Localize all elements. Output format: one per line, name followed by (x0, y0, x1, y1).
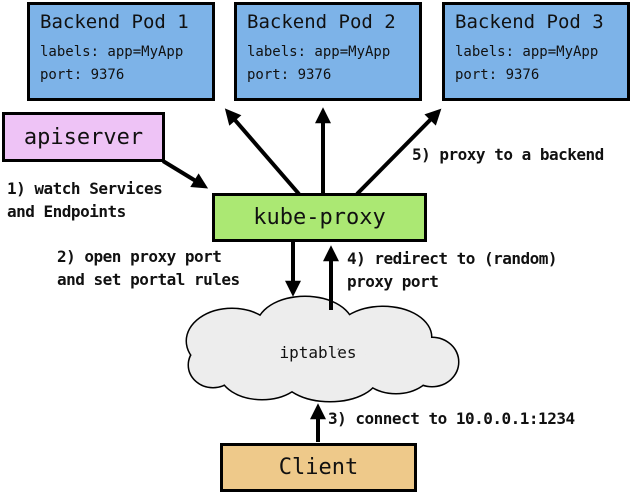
backend-pod-2-title: Backend Pod 2 (247, 11, 396, 33)
annotation-step4-line1: 4) redirect to (random) (347, 249, 558, 268)
apiserver-box: apiserver (2, 112, 165, 162)
backend-pod-2-box: Backend Pod 2 labels: app=MyApp port: 93… (234, 2, 422, 101)
backend-pod-2-port: port: 9376 (247, 67, 332, 83)
kube-proxy-label: kube-proxy (253, 205, 386, 230)
annotation-step3: 3) connect to 10.0.0.1:1234 (328, 409, 575, 428)
backend-pod-3-title: Backend Pod 3 (455, 11, 604, 33)
backend-pod-3-port: port: 9376 (455, 67, 540, 83)
backend-pod-3-labels: labels: app=MyApp (455, 44, 599, 60)
kube-proxy-box: kube-proxy (212, 193, 427, 242)
annotation-step4: 4) redirect to (random) proxy port (347, 247, 558, 293)
annotation-step1: 1) watch Services and Endpoints (7, 177, 163, 223)
client-label: Client (278, 455, 359, 480)
annotation-step2: 2) open proxy port and set portal rules (57, 245, 240, 291)
annotation-step2-line1: 2) open proxy port (57, 247, 222, 266)
apiserver-label: apiserver (23, 124, 144, 150)
backend-pod-1-labels: labels: app=MyApp (40, 44, 184, 60)
backend-pod-1-port: port: 9376 (40, 67, 125, 83)
iptables-label: iptables (279, 343, 356, 362)
annotation-step1-line1: 1) watch Services (7, 179, 163, 198)
arrow-kube-proxy-to-pod1 (224, 108, 301, 196)
annotation-step2-line2: and set portal rules (57, 270, 240, 289)
annotation-step1-line2: and Endpoints (7, 202, 126, 221)
arrow-apiserver-to-kube-proxy (161, 159, 209, 189)
iptables-cloud: iptables (185, 295, 460, 403)
client-box: Client (220, 443, 417, 492)
backend-pod-3-box: Backend Pod 3 labels: app=MyApp port: 93… (442, 2, 630, 101)
annotation-step5: 5) proxy to a backend (412, 145, 604, 164)
annotation-step4-line2: proxy port (347, 272, 439, 291)
backend-pod-1-title: Backend Pod 1 (40, 11, 189, 33)
backend-pod-2-labels: labels: app=MyApp (247, 44, 391, 60)
backend-pod-1-box: Backend Pod 1 labels: app=MyApp port: 93… (27, 2, 215, 101)
